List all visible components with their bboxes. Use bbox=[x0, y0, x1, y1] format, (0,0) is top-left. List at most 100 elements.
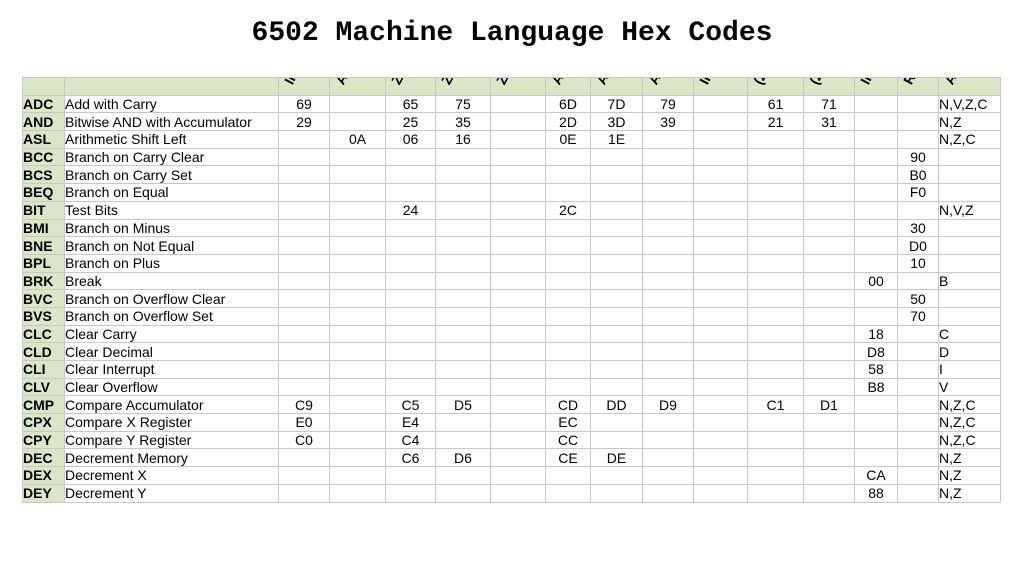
opcode-cell bbox=[747, 324, 804, 344]
opcode-cell bbox=[693, 218, 748, 238]
mnemonic-cell: BVS bbox=[22, 306, 65, 326]
opcode-cell bbox=[490, 377, 546, 397]
opcode-cell bbox=[435, 236, 491, 255]
opcode-cell bbox=[747, 218, 804, 238]
opcode-cell: D1 bbox=[803, 395, 855, 415]
mnemonic-cell: ASL bbox=[22, 130, 65, 149]
opcode-cell bbox=[385, 253, 436, 273]
opcode-cell: 58 bbox=[854, 360, 898, 379]
header-row: Immediate Accumulator Zero Page Zero Pag… bbox=[22, 77, 1001, 96]
flags-cell: I bbox=[938, 360, 1001, 379]
mnemonic-cell: CLV bbox=[22, 377, 65, 397]
opcode-cell bbox=[747, 183, 804, 202]
instruction-name-cell: Decrement X bbox=[64, 466, 279, 485]
opcode-cell bbox=[897, 271, 939, 291]
opcode-cell bbox=[545, 218, 591, 238]
opcode-cell: 71 bbox=[803, 94, 855, 114]
opcode-cell bbox=[590, 271, 643, 291]
opcode-cell bbox=[385, 165, 436, 185]
opcode-cell bbox=[693, 236, 748, 255]
opcode-cell bbox=[278, 183, 330, 202]
opcode-cell bbox=[854, 112, 898, 132]
opcode-cell bbox=[385, 360, 436, 379]
opcode-cell bbox=[747, 466, 804, 485]
flags-cell: N,Z,C bbox=[938, 130, 1001, 149]
opcode-cell bbox=[897, 360, 939, 379]
flags-cell: N,Z bbox=[938, 466, 1001, 485]
mnemonic-cell: BEQ bbox=[22, 183, 65, 202]
opcode-cell bbox=[803, 147, 855, 167]
opcode-cell bbox=[435, 466, 491, 485]
opcode-cell bbox=[590, 306, 643, 326]
opcode-cell bbox=[803, 466, 855, 485]
opcode-cell: D6 bbox=[435, 448, 491, 468]
opcode-cell bbox=[385, 147, 436, 167]
opcode-cell: 24 bbox=[385, 200, 436, 220]
opcode-cell: 10 bbox=[897, 253, 939, 273]
opcode-cell bbox=[854, 395, 898, 415]
opcode-cell bbox=[490, 147, 546, 167]
opcode-cell bbox=[693, 430, 748, 450]
opcode-cell: 39 bbox=[642, 112, 694, 132]
opcode-cell bbox=[329, 430, 386, 450]
opcode-cell bbox=[693, 200, 748, 220]
opcode-cell bbox=[385, 183, 436, 202]
opcode-cell bbox=[642, 360, 694, 379]
flags-cell: V bbox=[938, 377, 1001, 397]
mnemonic-cell: BNE bbox=[22, 236, 65, 255]
opcode-cell bbox=[747, 448, 804, 468]
instruction-name-cell: Branch on Overflow Clear bbox=[64, 289, 279, 308]
opcode-cell bbox=[693, 306, 748, 326]
opcode-cell bbox=[545, 147, 591, 167]
opcode-cell: D5 bbox=[435, 395, 491, 415]
opcode-cell bbox=[642, 147, 694, 167]
flags-cell bbox=[938, 218, 1001, 238]
opcode-cell: 70 bbox=[897, 306, 939, 326]
opcode-cell bbox=[854, 253, 898, 273]
opcode-cell bbox=[642, 271, 694, 291]
opcode-cell bbox=[897, 413, 939, 432]
opcode-cell bbox=[435, 483, 491, 503]
opcode-cell bbox=[897, 342, 939, 361]
opcode-cell: 2D bbox=[545, 112, 591, 132]
opcode-cell: 90 bbox=[897, 147, 939, 167]
instruction-name-cell: Branch on Not Equal bbox=[64, 236, 279, 255]
opcode-cell bbox=[747, 342, 804, 361]
opcode-cell bbox=[854, 200, 898, 220]
opcode-cell: 31 bbox=[803, 112, 855, 132]
opcode-cell bbox=[385, 324, 436, 344]
opcode-cell bbox=[897, 483, 939, 503]
opcode-cell bbox=[329, 112, 386, 132]
opcode-cell bbox=[278, 306, 330, 326]
opcode-cell bbox=[490, 324, 546, 344]
opcode-cell bbox=[642, 130, 694, 149]
opcode-cell: 18 bbox=[854, 324, 898, 344]
opcode-cell: 21 bbox=[747, 112, 804, 132]
opcode-cell bbox=[435, 253, 491, 273]
flags-cell bbox=[938, 165, 1001, 185]
opcode-cell bbox=[693, 165, 748, 185]
opcode-cell bbox=[278, 218, 330, 238]
opcode-cell: 79 bbox=[642, 94, 694, 114]
flags-cell: N,Z bbox=[938, 448, 1001, 468]
mnemonic-cell: DEY bbox=[22, 483, 65, 503]
opcode-cell bbox=[490, 218, 546, 238]
opcode-cell bbox=[854, 413, 898, 432]
opcode-cell bbox=[803, 271, 855, 291]
opcode-cell bbox=[693, 466, 748, 485]
opcode-cell: 0E bbox=[545, 130, 591, 149]
opcode-cell bbox=[590, 360, 643, 379]
opcode-cell bbox=[385, 236, 436, 255]
opcode-cell bbox=[803, 377, 855, 397]
opcode-cell bbox=[642, 413, 694, 432]
opcode-cell bbox=[435, 360, 491, 379]
opcode-cell bbox=[545, 306, 591, 326]
opcode-cell bbox=[329, 413, 386, 432]
